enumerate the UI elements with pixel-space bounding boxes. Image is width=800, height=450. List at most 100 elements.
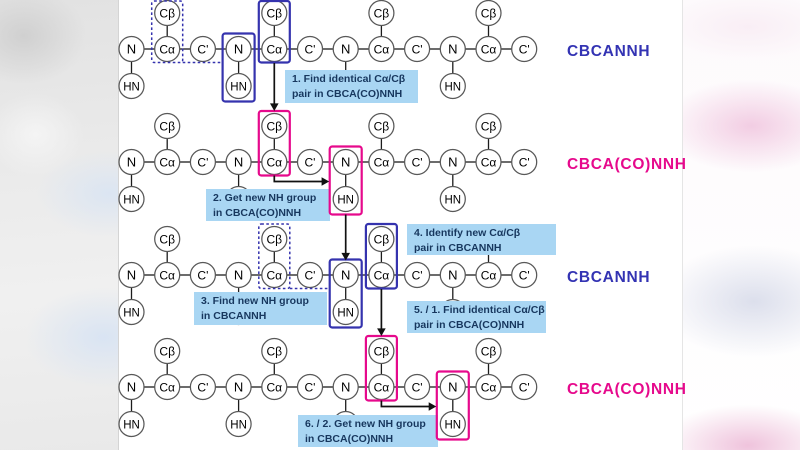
atom-label: N: [127, 154, 136, 169]
step-1-line-2: pair in CBCA(CO)NNH: [292, 87, 403, 100]
atom-label: HN: [337, 194, 354, 206]
cprime-atom: [189, 148, 217, 176]
step-4-line-2: pair in CBCANNH: [414, 241, 502, 254]
cprime-atom: [296, 35, 324, 63]
cprime-atom: [296, 261, 324, 289]
atom-label: C': [305, 42, 316, 56]
hn-atom: [118, 298, 145, 326]
n-atom: [225, 373, 252, 401]
atom-label: Cα: [159, 268, 175, 282]
atom-label: Cβ: [267, 6, 283, 20]
atom-label: HN: [123, 419, 140, 431]
atom-label: N: [448, 41, 457, 56]
cbeta-atom: [368, 112, 395, 140]
step-3-line-1: 3. Find new NH group: [201, 295, 309, 307]
atom-label: Cα: [266, 268, 282, 282]
n-atom: [118, 261, 145, 289]
atom-label: Cα: [481, 268, 497, 282]
step-4-line-1: 4. Identify new Cα/Cβ: [414, 227, 521, 239]
step-6-annotation: 6. / 2. Get new NH group in CBCA(CO)NNH: [298, 415, 438, 447]
cprime-atom: [189, 373, 217, 401]
atom-label: Cβ: [374, 344, 390, 358]
calpha-atom: [154, 373, 181, 401]
atom-label: C': [305, 380, 316, 394]
right-photo-band: [682, 0, 800, 450]
atom-label: Cα: [374, 380, 390, 394]
atom-label: C': [197, 268, 208, 282]
atom-label: C': [197, 42, 208, 56]
atom-label: C': [412, 155, 423, 169]
atom-label: N: [234, 267, 243, 282]
n-atom: [332, 373, 359, 401]
atom-label: HN: [444, 194, 461, 206]
n-atom: [225, 261, 252, 289]
atom-label: N: [234, 379, 243, 394]
atom-label: Cβ: [481, 344, 497, 358]
atom-label: Cα: [159, 155, 175, 169]
cprime-atom: [511, 373, 538, 401]
atom-label: Cα: [481, 155, 497, 169]
atom-label: Cβ: [481, 6, 497, 20]
atom-label: Cα: [374, 42, 390, 56]
atom-label: Cα: [266, 155, 282, 169]
calpha-atom: [154, 261, 181, 289]
atom-label: C': [197, 380, 208, 394]
hn-atom: [118, 72, 145, 100]
cprime-atom: [511, 148, 538, 176]
cbeta-atom: [154, 225, 181, 253]
step-2-annotation: 2. Get new NH group in CBCA(CO)NNH: [206, 189, 330, 221]
cprime-atom: [511, 35, 538, 63]
atom-label: Cα: [481, 42, 497, 56]
atom-label: Cα: [374, 155, 390, 169]
atom-label: Cα: [159, 42, 175, 56]
n-atom: [118, 148, 145, 176]
atom-label: Cα: [481, 380, 497, 394]
atom-label: Cβ: [267, 232, 283, 246]
calpha-atom: [475, 261, 502, 289]
atom-label: HN: [444, 81, 461, 93]
atom-label: C': [197, 155, 208, 169]
atom-label: N: [448, 154, 457, 169]
atom-label: C': [412, 42, 423, 56]
atom-label: Cα: [374, 268, 390, 282]
calpha-atom: [475, 373, 502, 401]
cprime-atom: [296, 148, 324, 176]
step-5-line-1: 5. / 1. Find identical Cα/Cβ: [414, 304, 545, 316]
atom-label: Cβ: [267, 344, 283, 358]
n-atom: [439, 35, 466, 63]
step-5-line-2: pair in CBCA(CO)NNH: [414, 318, 525, 331]
step-2-line-2: in CBCA(CO)NNH: [213, 206, 302, 219]
calpha-atom: [475, 35, 502, 63]
step-5-annotation: 5. / 1. Find identical Cα/Cβ pair in CBC…: [407, 301, 546, 333]
cprime-atom: [189, 261, 217, 289]
step-1-line-1: 1. Find identical Cα/Cβ: [292, 73, 406, 85]
experiment-label-cbcaconnh-upper: CBCA(CO)NNH: [567, 156, 687, 173]
cprime-atom: [403, 261, 431, 289]
cprime-atom: [296, 373, 324, 401]
atom-label: Cβ: [159, 119, 175, 133]
atom-label: Cα: [159, 380, 175, 394]
atom-label: N: [341, 154, 350, 169]
hn-atom: [439, 72, 466, 100]
atom-label: C': [519, 155, 530, 169]
atom-label: HN: [123, 194, 140, 206]
n-atom: [439, 148, 466, 176]
atom-label: N: [127, 267, 136, 282]
atom-label: N: [127, 379, 136, 394]
atom-label: HN: [337, 307, 354, 319]
left-photo-band: [0, 0, 119, 450]
atom-label: C': [519, 268, 530, 282]
atom-label: Cβ: [374, 232, 390, 246]
n-atom: [332, 35, 359, 63]
atom-label: Cα: [266, 380, 282, 394]
atom-label: N: [341, 267, 350, 282]
step-1-annotation: 1. Find identical Cα/Cβ pair in CBCA(CO)…: [285, 70, 418, 103]
calpha-atom: [368, 148, 395, 176]
cprime-atom: [189, 35, 217, 63]
atom-label: Cβ: [481, 119, 497, 133]
atom-label: Cβ: [159, 232, 175, 246]
calpha-atom: [261, 373, 288, 401]
step-6-line-1: 6. / 2. Get new NH group: [305, 418, 426, 430]
atom-label: HN: [123, 81, 140, 93]
n-atom: [118, 373, 145, 401]
